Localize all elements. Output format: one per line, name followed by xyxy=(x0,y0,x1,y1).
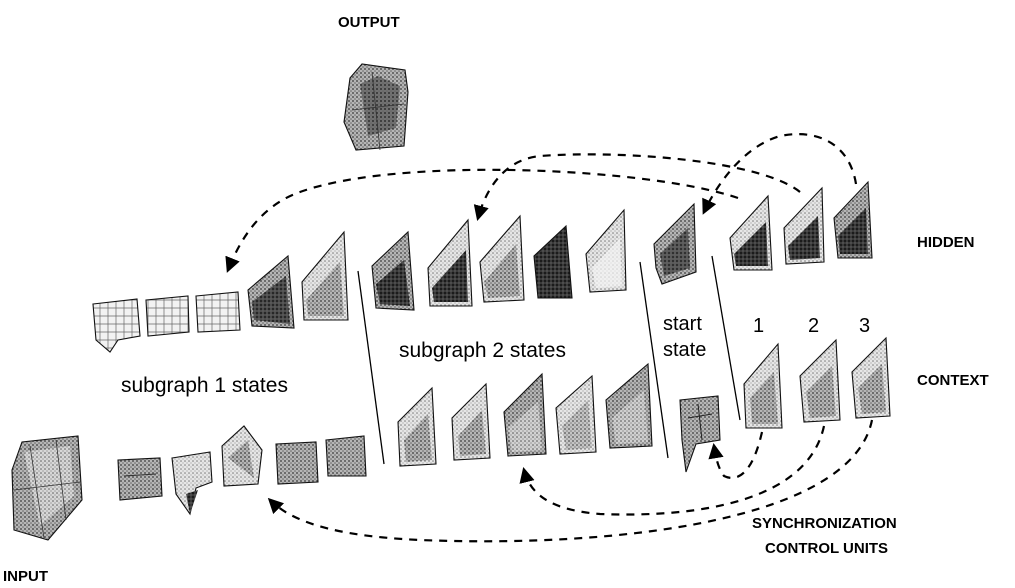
start-state-label-line2: state xyxy=(663,339,706,361)
context-unit xyxy=(743,342,783,429)
context-unit xyxy=(555,374,597,455)
context-unit xyxy=(171,451,213,516)
hidden-unit xyxy=(301,230,349,321)
sync-unit-number-3: 3 xyxy=(859,315,870,337)
hidden-unit xyxy=(145,295,190,337)
input-unit xyxy=(11,435,83,541)
hidden-label: HIDDEN xyxy=(917,234,975,251)
hidden-unit xyxy=(92,298,141,353)
hidden-unit xyxy=(533,224,573,299)
subgraph2-label: subgraph 2 states xyxy=(399,339,566,362)
dashed-arrow xyxy=(702,133,858,215)
hidden-unit xyxy=(585,208,627,293)
output-unit xyxy=(343,63,409,151)
sync-unit-number-2: 2 xyxy=(808,315,819,337)
hidden-unit xyxy=(729,194,773,271)
context-unit xyxy=(451,382,491,461)
context-unit xyxy=(221,425,263,487)
hidden-unit xyxy=(371,230,415,311)
hidden-unit xyxy=(247,254,295,329)
sync-unit-number-1: 1 xyxy=(753,315,764,337)
context-unit xyxy=(275,441,319,485)
sync-label-line2: CONTROL UNITS xyxy=(765,540,888,557)
output-label: OUTPUT xyxy=(338,14,400,31)
context-unit xyxy=(605,362,653,449)
divider-line xyxy=(357,270,385,465)
context-unit xyxy=(325,435,367,477)
input-label: INPUT xyxy=(3,568,48,585)
hidden-units xyxy=(92,180,873,353)
hidden-unit xyxy=(783,186,825,265)
start-state-label-line1: start xyxy=(663,313,702,335)
dashed-arrow xyxy=(473,153,801,221)
hidden-unit xyxy=(653,202,697,285)
hidden-unit xyxy=(833,180,873,259)
context-unit xyxy=(679,395,721,473)
hidden-unit xyxy=(195,291,241,333)
dashed-arrow xyxy=(267,419,874,543)
context-unit xyxy=(117,457,163,501)
divider-line xyxy=(711,255,741,421)
context-unit xyxy=(397,386,437,467)
sync-label-line1: SYNCHRONIZATION xyxy=(752,515,897,532)
dashed-arrow xyxy=(708,431,764,480)
context-unit xyxy=(799,338,841,423)
connection-arrows xyxy=(225,133,874,543)
hidden-unit xyxy=(427,218,473,307)
subgraph1-label: subgraph 1 states xyxy=(121,374,288,397)
dashed-arrow xyxy=(225,168,739,273)
hidden-unit xyxy=(479,214,525,303)
context-label: CONTEXT xyxy=(917,372,989,389)
divider-line xyxy=(639,261,669,459)
context-units xyxy=(117,336,891,516)
context-unit xyxy=(503,372,547,457)
context-unit xyxy=(851,336,891,419)
